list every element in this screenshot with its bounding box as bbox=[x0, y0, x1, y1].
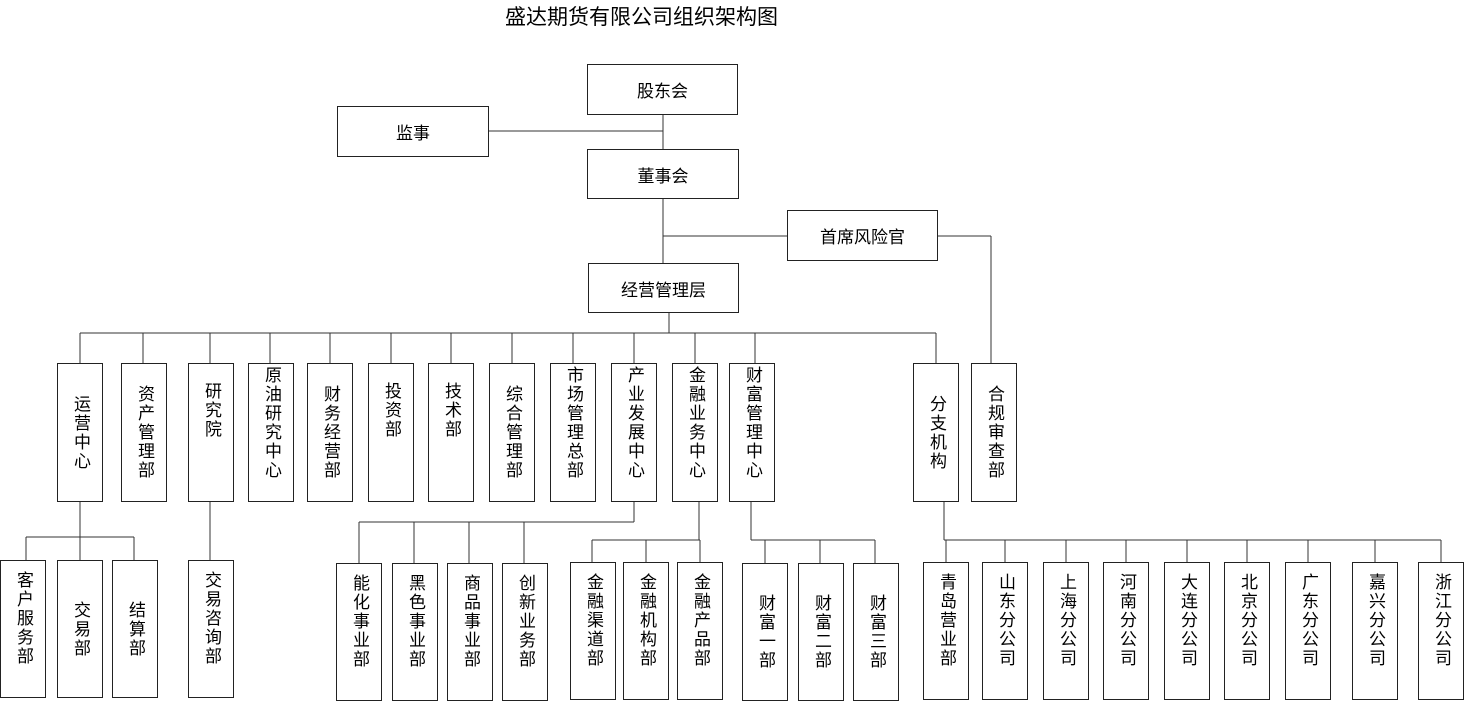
node-ferrous: 黑色事业部 bbox=[392, 563, 438, 701]
node-crude-research: 原油研究中心 bbox=[248, 363, 294, 502]
node-settlement-dept: 结算部 bbox=[112, 560, 158, 698]
node-energy-chemical: 能化事业部 bbox=[336, 563, 382, 701]
node-dalian: 大连分公司 bbox=[1164, 562, 1210, 700]
node-industry-center: 产业发展中心 bbox=[611, 363, 657, 502]
node-financial-institutions: 金融机构部 bbox=[623, 562, 669, 700]
node-innovation: 创新业务部 bbox=[502, 563, 548, 701]
node-guangdong: 广东分公司 bbox=[1285, 562, 1331, 700]
node-trading-advisory: 交易咨询部 bbox=[188, 560, 234, 698]
diagram-title: 盛达期货有限公司组织架构图 bbox=[505, 5, 778, 29]
node-zhejiang: 浙江分公司 bbox=[1418, 562, 1464, 700]
node-shareholders-meeting: 股东会 bbox=[587, 64, 738, 115]
node-henan: 河南分公司 bbox=[1103, 562, 1149, 700]
node-investment-dept: 投资部 bbox=[368, 363, 414, 502]
node-asset-management: 资产管理部 bbox=[121, 363, 167, 502]
node-shandong: 山东分公司 bbox=[982, 562, 1028, 700]
node-financial-products: 金融产品部 bbox=[677, 562, 723, 700]
node-supervisor: 监事 bbox=[337, 106, 489, 157]
node-general-management: 综合管理部 bbox=[489, 363, 535, 502]
node-compliance-review: 合规审查部 bbox=[971, 363, 1017, 502]
node-shanghai: 上海分公司 bbox=[1043, 562, 1089, 700]
node-research-institute: 研究院 bbox=[188, 363, 234, 502]
node-finance-dept: 财务经营部 bbox=[307, 363, 353, 502]
node-branches: 分支机构 bbox=[913, 363, 959, 502]
node-chief-risk-officer: 首席风险官 bbox=[787, 210, 938, 261]
node-financial-channels: 金融渠道部 bbox=[570, 562, 616, 700]
node-financial-business-center: 金融业务中心 bbox=[672, 363, 718, 502]
node-management: 经营管理层 bbox=[588, 263, 739, 313]
node-wealth-1: 财富一部 bbox=[742, 563, 788, 701]
node-board-of-directors: 董事会 bbox=[587, 149, 739, 199]
node-technology-dept: 技术部 bbox=[428, 363, 474, 502]
node-commodity: 商品事业部 bbox=[447, 563, 493, 701]
node-wealth-3: 财富三部 bbox=[853, 563, 899, 701]
node-trading-dept: 交易部 bbox=[57, 560, 103, 698]
node-beijing: 北京分公司 bbox=[1224, 562, 1270, 700]
node-customer-service: 客户服务部 bbox=[0, 560, 46, 698]
node-qingdao: 青岛营业部 bbox=[923, 562, 969, 700]
node-wealth-2: 财富二部 bbox=[798, 563, 844, 701]
node-jiaxing: 嘉兴分公司 bbox=[1352, 562, 1398, 700]
node-operations-center: 运营中心 bbox=[57, 363, 103, 502]
node-wealth-center: 财富管理中心 bbox=[729, 363, 775, 502]
node-market-hq: 市场管理总部 bbox=[550, 363, 596, 502]
